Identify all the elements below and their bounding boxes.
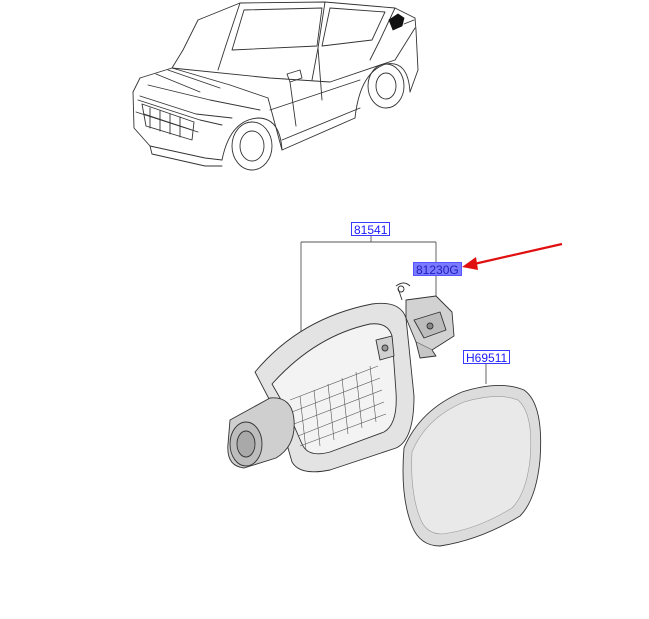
fuel-door-location-marker [388,13,405,31]
callout-H69511[interactable]: H69511 [463,350,511,365]
fuel-door-actuator-part [395,282,455,359]
fuel-door-panel-part [402,385,542,547]
fuel-filler-housing-part [227,302,415,473]
leader-lines [300,236,487,384]
vehicle-overview-illustration [132,1,419,171]
callout-81230G[interactable]: 81230G [413,262,462,277]
highlight-arrow [462,242,563,270]
callout-81541[interactable]: 81541 [351,222,391,237]
